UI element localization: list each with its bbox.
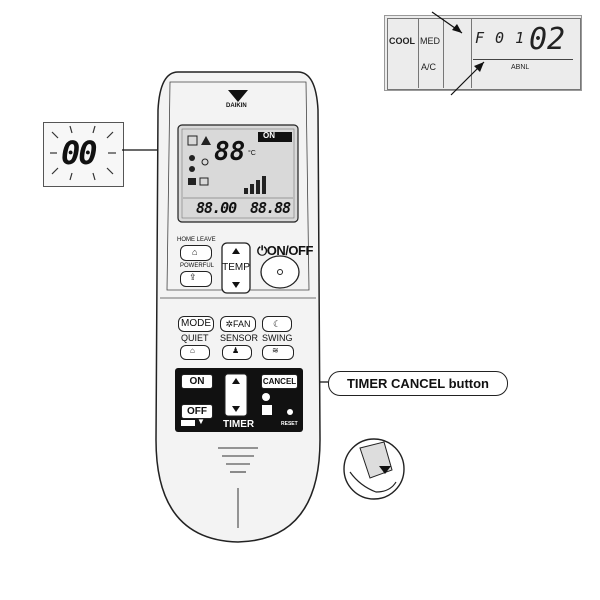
timer-on-button[interactable]: ON	[181, 374, 213, 389]
temp-up-icon	[232, 248, 240, 254]
battery-arrow-icon: ▼	[197, 417, 205, 426]
lcd-temp: 88	[214, 137, 246, 167]
divider	[471, 18, 472, 88]
onoff-label[interactable]: ⏻ON/OFF	[257, 243, 314, 258]
fan-med-indicator: MED	[420, 36, 440, 46]
arrowhead	[474, 62, 484, 72]
sensor-label: SENSOR	[220, 333, 259, 343]
divider	[443, 18, 444, 88]
fan-label: FAN	[233, 319, 251, 329]
swing-button[interactable]: ≋	[262, 345, 294, 360]
comfort-icon: ☾	[272, 319, 282, 329]
error-code-prefix: F 0 1	[475, 29, 526, 47]
timer-cancel-callout: TIMER CANCEL button	[328, 371, 508, 396]
comfort-button[interactable]: ☾	[262, 316, 292, 332]
temp-down-icon	[232, 282, 240, 288]
ac-indicator: A/C	[421, 62, 437, 72]
bottom-grille	[218, 447, 258, 473]
lcd-on-label: ON	[263, 131, 275, 140]
timer-label: TIMER	[223, 419, 255, 430]
lcd-temp-unit: °C	[248, 150, 256, 157]
indoor-unit-display: COOL MED A/C F 0 1 02 ABNL	[384, 15, 582, 91]
arrowhead	[452, 24, 462, 33]
lcd-timer-off: 88.88	[250, 199, 291, 217]
abnl-label: ABNL	[511, 64, 530, 71]
divider	[418, 18, 419, 88]
quiet-label: QUIET	[181, 333, 209, 343]
battery-icon	[181, 420, 195, 426]
mode-button[interactable]: MODE	[178, 316, 214, 332]
cool-indicator: COOL	[389, 36, 415, 46]
powerful-icon: ⇪	[189, 272, 197, 282]
powerful-button[interactable]: ⇪	[180, 271, 212, 287]
hand-icon	[349, 471, 397, 493]
sensor-icon: ♟	[232, 346, 240, 355]
fan-icon: ✲	[225, 319, 234, 329]
quiet-icon: ⌂	[190, 346, 195, 355]
timer-cancel-button[interactable]: CANCEL	[261, 374, 298, 389]
sensor-button[interactable]: ♟	[222, 345, 252, 360]
upper-panel-edge	[166, 81, 310, 291]
timer-rocker	[224, 373, 248, 417]
swing-icon: ≋	[272, 346, 279, 355]
onoff-text: ON/OFF	[266, 243, 314, 258]
display-frame	[387, 18, 581, 90]
home-leave-label: HOME LEAVE	[177, 237, 216, 243]
lcd-timer-on: 88.00	[196, 199, 237, 217]
error-code-value: 02	[529, 22, 566, 57]
timer-up-icon	[232, 378, 240, 384]
timer-small-button	[262, 405, 272, 415]
fan-button[interactable]: ✲FAN	[220, 316, 256, 332]
reset-label: RESET	[281, 421, 298, 427]
swing-label: SWING	[262, 333, 293, 343]
lcd-on-badge	[258, 132, 292, 142]
blink-rays	[50, 125, 116, 181]
daikin-logo-icon	[228, 90, 248, 102]
brand-label: DAIKIN	[226, 103, 247, 109]
temp-rocker	[221, 242, 251, 294]
clock-icon	[262, 393, 270, 401]
reset-pin-icon	[287, 409, 293, 415]
home-leave-button[interactable]: ⌂	[180, 245, 212, 261]
quiet-button[interactable]: ⌂	[180, 345, 210, 360]
down-arrow-icon	[379, 466, 391, 474]
blinking-code-box	[43, 122, 124, 187]
temp-label[interactable]: TEMP	[222, 262, 250, 273]
lcd-fan-bars	[244, 176, 266, 194]
powerful-label: POWERFUL	[180, 263, 215, 269]
onoff-button-shape	[260, 255, 300, 289]
lcd-mode-icons	[187, 135, 211, 186]
timer-down-icon	[232, 406, 240, 412]
timer-off-button[interactable]: OFF	[181, 404, 213, 419]
underline	[473, 59, 573, 60]
house-icon: ⌂	[192, 247, 198, 257]
blinking-code: 00	[61, 134, 98, 172]
